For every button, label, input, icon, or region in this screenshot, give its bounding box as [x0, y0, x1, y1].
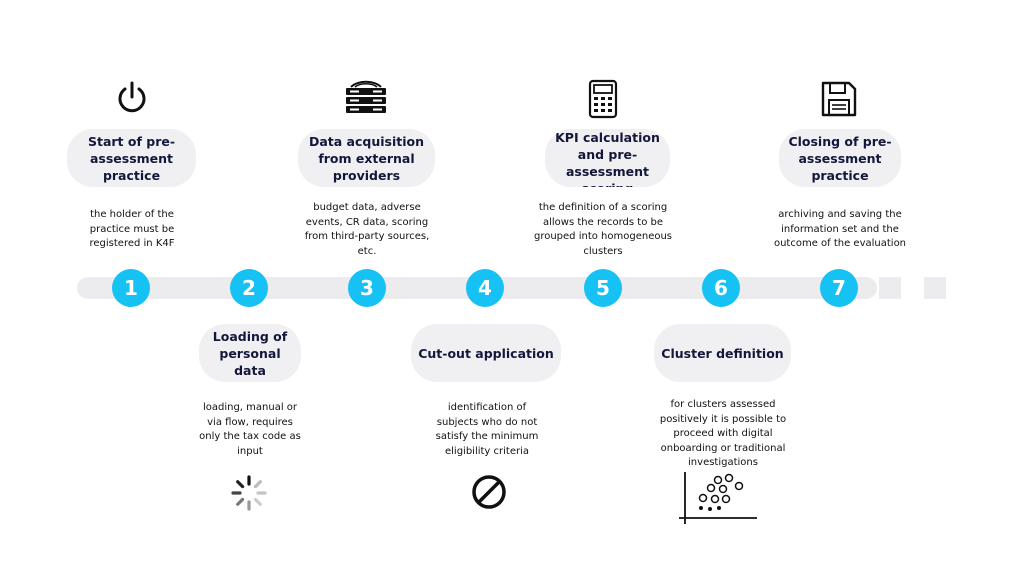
step-number-1: 1	[112, 269, 150, 307]
scatter-plot-icon	[679, 472, 759, 526]
step-desc-2: loading, manual or via flow, requires on…	[199, 402, 301, 457]
floppy-disk-icon	[820, 80, 858, 118]
step-desc-4: identification of subjects who do not sa…	[435, 402, 539, 457]
loading-spinner-icon	[229, 473, 269, 513]
prohibited-icon	[470, 473, 508, 511]
step-title-5: KPI calculation and pre-assessment scori…	[545, 129, 670, 187]
step-title-1: Start of pre-assessment practice	[67, 129, 196, 187]
timeline-dash	[879, 277, 901, 299]
power-icon	[115, 80, 149, 116]
server-icon	[343, 75, 389, 115]
step-desc-6: for clusters assessed positively it is p…	[659, 399, 787, 468]
step-number-5: 5	[584, 269, 622, 307]
step-desc-5: the definition of a scoring allows the r…	[533, 202, 673, 257]
step-desc-1: the holder of the practice must be regis…	[89, 209, 175, 249]
step-desc-7: archiving and saving the information set…	[773, 209, 907, 249]
step-desc-3: budget data, adverse events, CR data, sc…	[304, 202, 430, 257]
step-number-3: 3	[348, 269, 386, 307]
timeline-dash	[924, 277, 946, 299]
step-title-3: Data acquisition from external providers	[298, 129, 435, 187]
step-title-4: Cut-out application	[411, 324, 561, 382]
step-number-2: 2	[230, 269, 268, 307]
step-number-4: 4	[466, 269, 504, 307]
step-title-7: Closing of pre-assessment practice	[779, 129, 901, 187]
step-title-2: Loading of personal data	[199, 324, 301, 382]
step-number-7: 7	[820, 269, 858, 307]
step-title-6: Cluster definition	[654, 324, 791, 382]
calculator-icon	[588, 79, 618, 119]
step-number-6: 6	[702, 269, 740, 307]
